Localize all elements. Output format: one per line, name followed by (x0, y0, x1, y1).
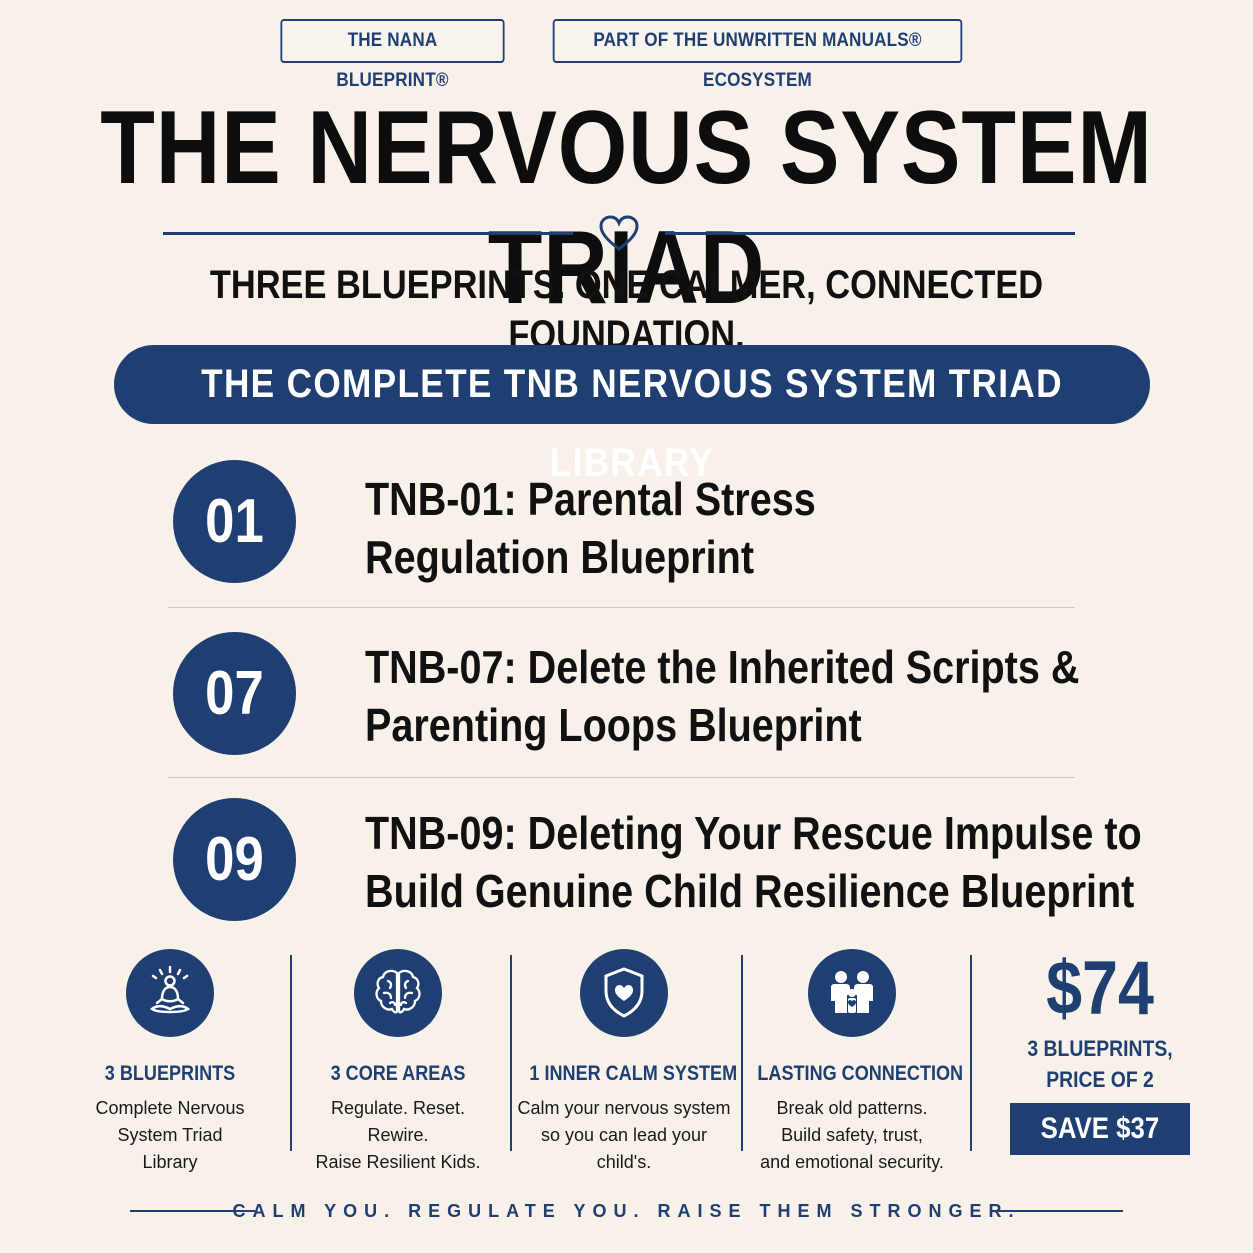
divider-line-left (163, 232, 573, 235)
feature-title: 1 INNER CALM SYSTEM (529, 1062, 738, 1085)
feature-row: 3 BLUEPRINTS Complete Nervous System Tri… (60, 945, 1200, 1172)
feature-title: 3 BLUEPRINTS (104, 1062, 236, 1085)
ecosystem-badge: PART OF THE UNWRITTEN MANUALS® ECOSYSTEM (552, 19, 963, 91)
item-separator (168, 777, 1075, 778)
price-subtitle-line2: PRICE OF 2 (1046, 1067, 1154, 1092)
feature-description: Regulate. Reset. Rewire. Raise Resilient… (315, 1098, 481, 1172)
feature-description: Break old patterns. Build safety, trust,… (760, 1098, 944, 1172)
feature-lasting-connection: LASTING CONNECTION Break old patterns. B… (742, 945, 964, 1176)
page-title: THE NERVOUS SYSTEM TRIAD (100, 90, 1153, 326)
item-number-badge: 01 (173, 460, 296, 583)
divider-line-right (665, 232, 1075, 235)
save-badge: SAVE $37 (1010, 1103, 1190, 1155)
item-title-line2: Parenting Loops Blueprint (365, 699, 862, 751)
item-title-line1: TNB-07: Delete the Inherited Scripts & (365, 641, 1080, 693)
footer-line-left (130, 1210, 255, 1212)
feature-divider (290, 955, 292, 1151)
shield-heart-icon (580, 949, 668, 1037)
family-icon (808, 949, 896, 1037)
feature-divider (741, 955, 743, 1151)
feature-divider (970, 955, 972, 1151)
item-number-badge: 07 (173, 632, 296, 755)
library-banner-text: THE COMPLETE TNB NERVOUS SYSTEM TRIAD LI… (201, 362, 1063, 485)
item-title-line2: Build Genuine Child Resilience Blueprint (365, 865, 1135, 917)
feature-description: Complete Nervous System Triad Library (95, 1098, 245, 1172)
nana-blueprint-badge: THE NANA BLUEPRINT® (280, 19, 505, 91)
feature-core-areas: 3 CORE AREAS Regulate. Reset. Rewire. Ra… (288, 945, 508, 1176)
item-separator (168, 607, 1075, 608)
footer-tagline: CALM YOU. REGULATE YOU. RAISE THEM STRON… (0, 1196, 1253, 1226)
item-number-badge: 09 (173, 798, 296, 921)
feature-description: Calm your nervous system so you can lead… (517, 1098, 731, 1172)
footer-line-right (998, 1210, 1123, 1212)
brain-icon (354, 949, 442, 1037)
feature-title: LASTING CONNECTION (757, 1062, 964, 1085)
item-title-line2: Regulation Blueprint (365, 531, 755, 583)
library-item-09: 09 TNB-09: Deleting Your Rescue Impulse … (168, 796, 1142, 946)
feature-blueprints: 3 BLUEPRINTS Complete Nervous System Tri… (60, 945, 280, 1176)
feature-title: 3 CORE AREAS (330, 1062, 466, 1085)
price-amount: $74 (1046, 946, 1154, 1031)
library-item-01: 01 TNB-01: Parental Stress Regulation Bl… (168, 460, 1075, 610)
heart-icon (599, 215, 639, 251)
feature-inner-calm: 1 INNER CALM SYSTEM Calm your nervous sy… (514, 945, 738, 1176)
item-title-line1: TNB-01: Parental Stress (365, 473, 816, 525)
library-item-07: 07 TNB-07: Delete the Inherited Scripts … (168, 630, 1079, 780)
feature-divider (510, 955, 512, 1151)
footer-text: CALM YOU. REGULATE YOU. RAISE THEM STRON… (232, 1201, 1021, 1221)
meditation-icon (126, 949, 214, 1037)
price-box: $74 3 BLUEPRINTS, PRICE OF 2 SAVE $37 (1000, 945, 1200, 1155)
library-banner: THE COMPLETE TNB NERVOUS SYSTEM TRIAD LI… (114, 345, 1150, 485)
price-subtitle-line1: 3 BLUEPRINTS, (1027, 1036, 1173, 1061)
top-badges: THE NANA BLUEPRINT® PART OF THE UNWRITTE… (0, 19, 1253, 91)
item-title-line1: TNB-09: Deleting Your Rescue Impulse to (365, 807, 1142, 859)
title-divider (163, 212, 1075, 252)
